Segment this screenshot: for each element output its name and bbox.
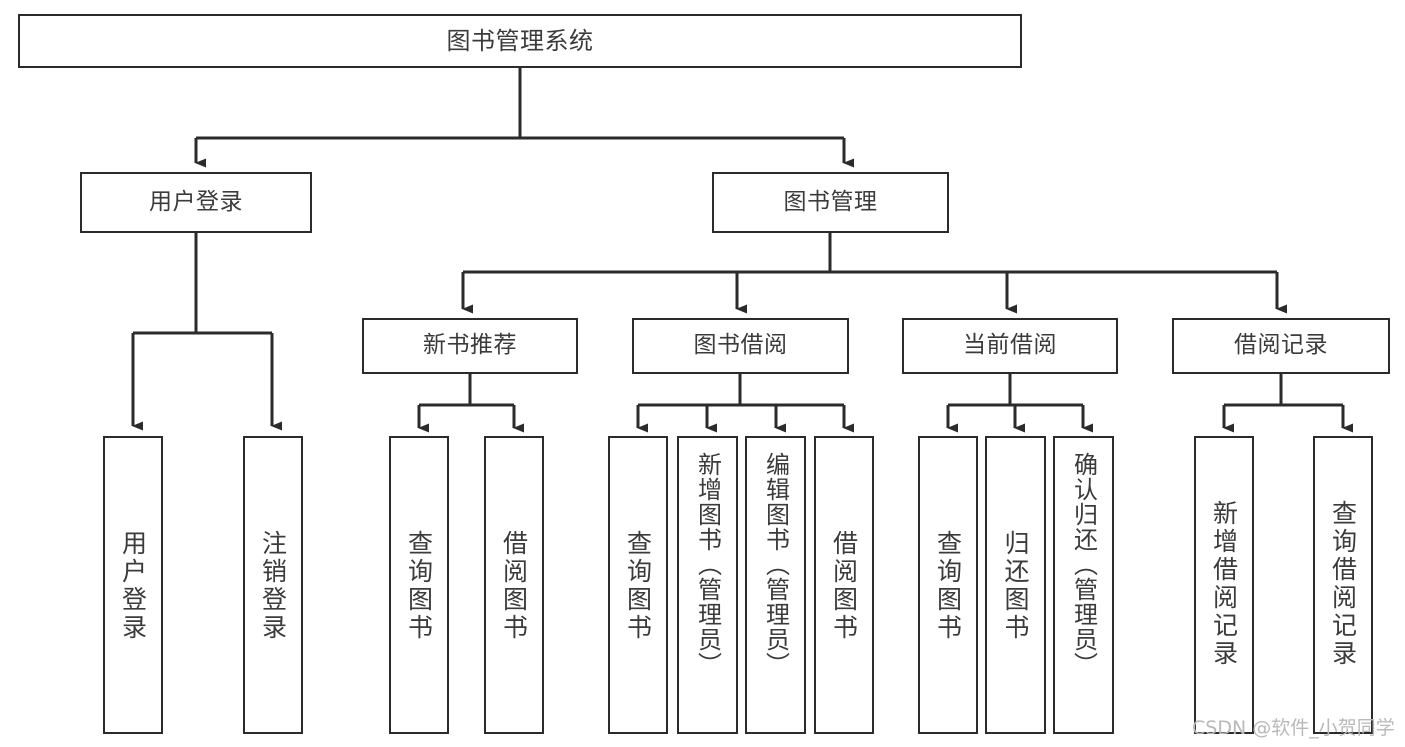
node-book-manage[interactable]: 图书管理 xyxy=(712,172,949,233)
node-book-manage-label: 图书管理 xyxy=(783,188,878,215)
node-current-borrow[interactable]: 当前借阅 xyxy=(902,318,1118,374)
node-leaf-query-book-1-label: 查询图书 xyxy=(404,530,434,642)
node-root[interactable]: 图书管理系统 xyxy=(18,14,1022,68)
node-leaf-borrow-book-1[interactable]: 借阅图书 xyxy=(484,436,544,734)
node-leaf-user-login-label: 用户登录 xyxy=(118,530,148,642)
node-leaf-user-logout-label: 注销登录 xyxy=(258,530,288,642)
node-leaf-query-book-2[interactable]: 查询图书 xyxy=(608,436,668,734)
node-new-book-rec[interactable]: 新书推荐 xyxy=(362,318,578,374)
node-leaf-edit-book[interactable]: 编辑图书（管理员） xyxy=(745,436,806,734)
node-leaf-query-book-2-label: 查询图书 xyxy=(623,530,653,642)
node-borrow-record-label: 借阅记录 xyxy=(1234,332,1328,359)
node-new-book-rec-label: 新书推荐 xyxy=(423,332,517,359)
node-leaf-add-record[interactable]: 新增借阅记录 xyxy=(1194,436,1254,734)
node-leaf-borrow-book-1-label: 借阅图书 xyxy=(499,530,529,642)
node-leaf-user-logout[interactable]: 注销登录 xyxy=(243,436,303,734)
node-leaf-query-record-label: 查询借阅记录 xyxy=(1328,500,1358,668)
node-leaf-query-book-3[interactable]: 查询图书 xyxy=(918,436,978,734)
node-leaf-edit-book-label: 编辑图书（管理员） xyxy=(761,452,790,677)
node-user-login-label: 用户登录 xyxy=(149,188,243,215)
node-leaf-add-book[interactable]: 新增图书（管理员） xyxy=(677,436,738,734)
node-leaf-user-login[interactable]: 用户登录 xyxy=(103,436,163,734)
node-leaf-borrow-book-2[interactable]: 借阅图书 xyxy=(814,436,874,734)
node-leaf-query-record[interactable]: 查询借阅记录 xyxy=(1313,436,1373,734)
node-leaf-return-book[interactable]: 归还图书 xyxy=(985,436,1046,734)
node-leaf-query-book-3-label: 查询图书 xyxy=(933,530,963,642)
watermark: CSDN @软件_小贺同学 xyxy=(1192,717,1395,739)
node-user-login[interactable]: 用户登录 xyxy=(80,172,312,233)
node-leaf-return-book-label: 归还图书 xyxy=(1001,530,1030,642)
node-root-label: 图书管理系统 xyxy=(446,26,594,55)
node-leaf-confirm-return-label: 确认归还（管理员） xyxy=(1069,452,1098,677)
node-borrow-record[interactable]: 借阅记录 xyxy=(1172,318,1390,374)
node-leaf-query-book-1[interactable]: 查询图书 xyxy=(389,436,449,734)
node-leaf-borrow-book-2-label: 借阅图书 xyxy=(829,530,859,642)
node-book-borrow[interactable]: 图书借阅 xyxy=(632,318,849,374)
node-leaf-add-book-label: 新增图书（管理员） xyxy=(693,452,722,677)
node-book-borrow-label: 图书借阅 xyxy=(693,332,788,359)
node-leaf-add-record-label: 新增借阅记录 xyxy=(1209,500,1239,668)
node-leaf-confirm-return[interactable]: 确认归还（管理员） xyxy=(1053,436,1114,734)
node-current-borrow-label: 当前借阅 xyxy=(963,332,1057,359)
